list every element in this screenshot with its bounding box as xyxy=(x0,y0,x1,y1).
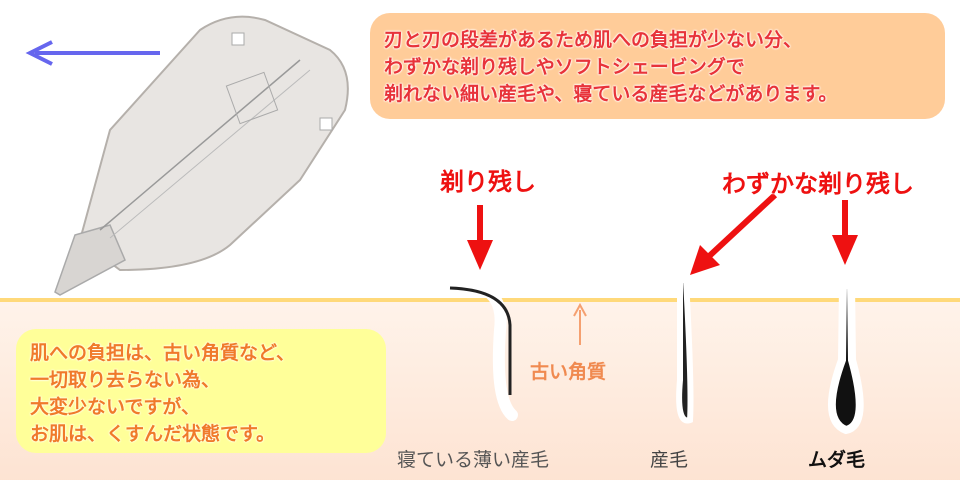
label-shaving-residue: 剃り残し xyxy=(440,168,536,196)
diagonal-arrow-icon xyxy=(690,192,778,275)
direction-arrow-icon xyxy=(25,40,160,66)
hair-vellus xyxy=(676,277,694,424)
note-line: 大変少ないですが、 xyxy=(30,396,201,418)
note-line: 剃れない細い産毛や、寝ている産毛などがあります。 xyxy=(384,83,838,105)
top-note: 刃と刃の段差があるため肌への負担が少ない分、 わずかな剃り残しやソフトシェービン… xyxy=(370,13,945,119)
note-line: お肌は、くすんだ状態です。 xyxy=(30,423,276,445)
hair-unwanted xyxy=(828,281,864,435)
label-vellus: 産毛 xyxy=(650,449,689,471)
note-line: わずかな剃り残しやソフトシェービングで xyxy=(384,56,745,78)
left-note: 肌への負担は、古い角質など、 一切取り去らない為、 大変少ないですが、 お肌は、… xyxy=(16,329,386,453)
razor-head-icon xyxy=(54,15,349,296)
note-line: 刃と刃の段差があるため肌への負担が少ない分、 xyxy=(384,29,803,51)
note-line: 一切取り去らない為、 xyxy=(30,369,221,391)
label-old-keratin: 古い角質 xyxy=(530,361,607,383)
down-arrow-icon xyxy=(467,200,858,270)
up-arrow-icon xyxy=(573,302,587,345)
label-unwanted-hair: ムダ毛 xyxy=(808,449,866,471)
label-slight-residue: わずかな剃り残し xyxy=(722,170,914,198)
label-lying-thin-vellus: 寝ている薄い産毛 xyxy=(397,449,550,471)
hair-lying-thin xyxy=(449,279,518,421)
note-line: 肌への負担は、古い角質など、 xyxy=(30,342,296,364)
